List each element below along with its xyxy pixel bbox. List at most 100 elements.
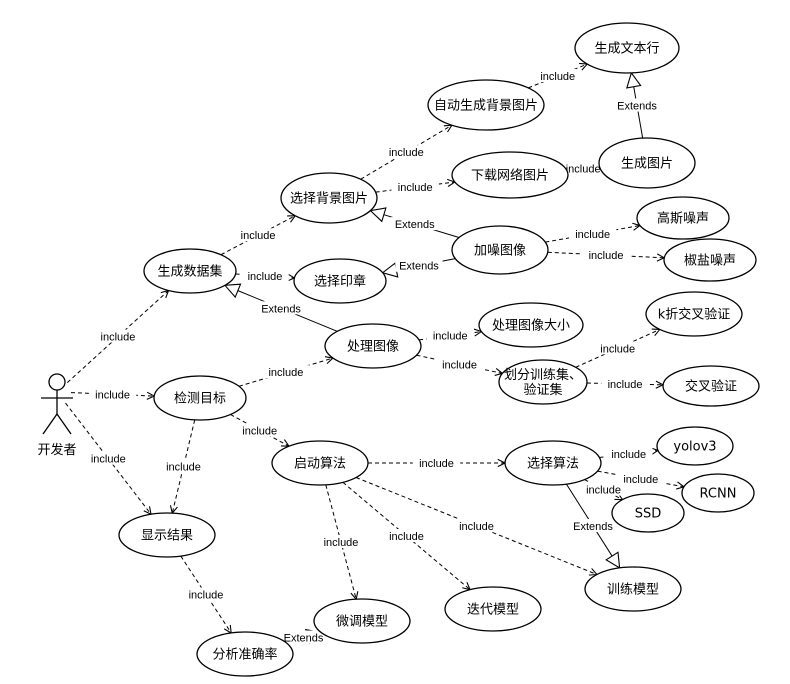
relation-include: include <box>70 387 154 401</box>
relation-include: include <box>368 456 505 470</box>
relation-extends: Extends <box>565 483 621 569</box>
use-case-start-algo[interactable]: 启动算法 <box>271 440 369 486</box>
relation-label: Extends <box>617 101 657 113</box>
relation-label-bg <box>391 217 439 231</box>
use-case-label: 选择印章 <box>314 274 366 290</box>
use-case-resize-img[interactable]: 处理图像大小 <box>478 302 584 348</box>
use-case-select-seal[interactable]: 选择印章 <box>293 258 387 304</box>
use-case-ellipse <box>271 440 369 486</box>
use-case-ellipse <box>636 196 730 240</box>
relation-include: include <box>342 481 470 589</box>
relation-include: include <box>238 358 333 387</box>
use-case-gen-dataset[interactable]: 生成数据集 <box>143 248 237 294</box>
relation-label-bg <box>412 456 461 469</box>
use-case-ssd[interactable]: SSD <box>611 493 685 533</box>
relation-label: include <box>91 454 126 466</box>
relation-label: include <box>389 531 424 543</box>
relation-label-bg <box>601 376 649 390</box>
relation-label: include <box>419 458 454 470</box>
use-case-label: 自动生成背景图片 <box>434 99 538 114</box>
use-case-detect[interactable]: 检测目标 <box>153 375 247 421</box>
use-case-select-bg[interactable]: 选择背景图片 <box>280 172 378 224</box>
use-case-label: 划分训练集、验证集 <box>504 367 582 398</box>
relation-label: Extends <box>284 633 324 645</box>
use-case-label: 椒盐噪声 <box>684 254 736 269</box>
relation-label: include <box>611 449 646 461</box>
relation-label: Extends <box>399 261 439 273</box>
use-case-label: 交叉验证 <box>685 379 737 395</box>
use-case-select-algo[interactable]: 选择算法 <box>504 440 602 486</box>
relation-label: Extends <box>573 521 613 533</box>
relation-include: include <box>599 446 658 461</box>
use-case-ellipse <box>504 440 602 486</box>
use-case-gen-image[interactable]: 生成图片 <box>598 137 696 189</box>
use-case-ellipse <box>598 137 696 189</box>
use-case-label: 分析准确率 <box>212 647 277 663</box>
use-case-ellipse <box>280 172 378 224</box>
use-case-train-model[interactable]: 训练模型 <box>584 566 682 612</box>
use-case-show-result[interactable]: 显示结果 <box>118 512 216 558</box>
use-case-ellipse <box>118 512 216 558</box>
relation-include: include <box>559 161 607 176</box>
use-case-kfold[interactable]: k折交叉验证 <box>645 291 743 337</box>
use-case-process-img[interactable]: 处理图像 <box>324 323 422 369</box>
relation-extends: Extends <box>369 207 460 239</box>
relation-label: include <box>166 461 201 473</box>
use-case-ellipse <box>451 151 569 199</box>
relation-label: include <box>241 230 276 242</box>
relation-extends: Extends <box>279 628 328 645</box>
use-case-add-noise[interactable]: 加噪图像 <box>451 225 549 275</box>
relation-label-bg <box>452 519 501 532</box>
use-case-ellipse <box>663 238 757 282</box>
use-case-gen-text-line[interactable]: 生成文本行 <box>574 22 680 74</box>
use-case-label: 生成文本行 <box>594 42 659 57</box>
relation-label-bg <box>579 482 628 496</box>
use-case-auto-bg[interactable]: 自动生成背景图片 <box>427 79 545 131</box>
relation-label-bg <box>582 248 630 262</box>
use-case-label: 启动算法 <box>294 457 346 472</box>
use-case-rcnn[interactable]: RCNN <box>681 473 755 513</box>
include-arrow <box>575 329 660 368</box>
use-case-label: 高斯噪声 <box>657 211 709 227</box>
use-case-finetune[interactable]: 微调模型 <box>313 598 411 644</box>
include-arrow <box>375 182 455 193</box>
relation-label: include <box>540 71 575 83</box>
use-case-cross-val[interactable]: 交叉验证 <box>662 365 760 407</box>
use-case-ellipse <box>451 225 549 275</box>
relation-label-bg <box>426 328 474 342</box>
use-case-salt-pepper[interactable]: 椒盐噪声 <box>663 238 757 282</box>
relation-label-bg <box>241 269 289 282</box>
use-case-ellipse <box>196 631 294 677</box>
use-case-ellipse <box>662 365 760 407</box>
relation-label: include <box>95 389 130 401</box>
relation-extends: Extends <box>381 258 456 278</box>
include-arrow <box>172 419 196 513</box>
relation-label-bg <box>262 365 310 379</box>
use-case-split-sets[interactable]: 划分训练集、验证集 <box>498 359 588 405</box>
relation-label: include <box>442 359 477 371</box>
use-case-yolov3[interactable]: yolov3 <box>656 426 734 466</box>
relation-label-bg <box>568 226 617 240</box>
relation-include: include <box>579 479 628 500</box>
use-case-iter-model[interactable]: 迭代模型 <box>444 586 542 632</box>
actor-developer[interactable]: 开发者 <box>37 373 77 458</box>
use-case-label: SSD <box>635 507 662 522</box>
extends-line <box>633 86 644 139</box>
use-case-label: 生成图片 <box>621 157 673 172</box>
relation-include: include <box>575 329 660 368</box>
use-case-accuracy[interactable]: 分析准确率 <box>196 631 294 677</box>
relation-label-bg <box>617 471 665 485</box>
use-case-gaussian[interactable]: 高斯噪声 <box>636 196 730 240</box>
relation-label-bg <box>317 535 365 548</box>
relation-extends: Extends <box>613 71 661 139</box>
relation-include: include <box>586 376 663 391</box>
include-arrow <box>545 226 640 243</box>
relation-label: include <box>575 229 610 241</box>
relation-include: include <box>545 226 640 243</box>
actor-layer: 开发者 <box>37 373 77 458</box>
use-case-download-img[interactable]: 下载网络图片 <box>451 151 569 199</box>
relation-label-bg <box>605 446 653 460</box>
relation-label-bg <box>236 423 284 437</box>
use-case-label: 加噪图像 <box>474 244 526 259</box>
